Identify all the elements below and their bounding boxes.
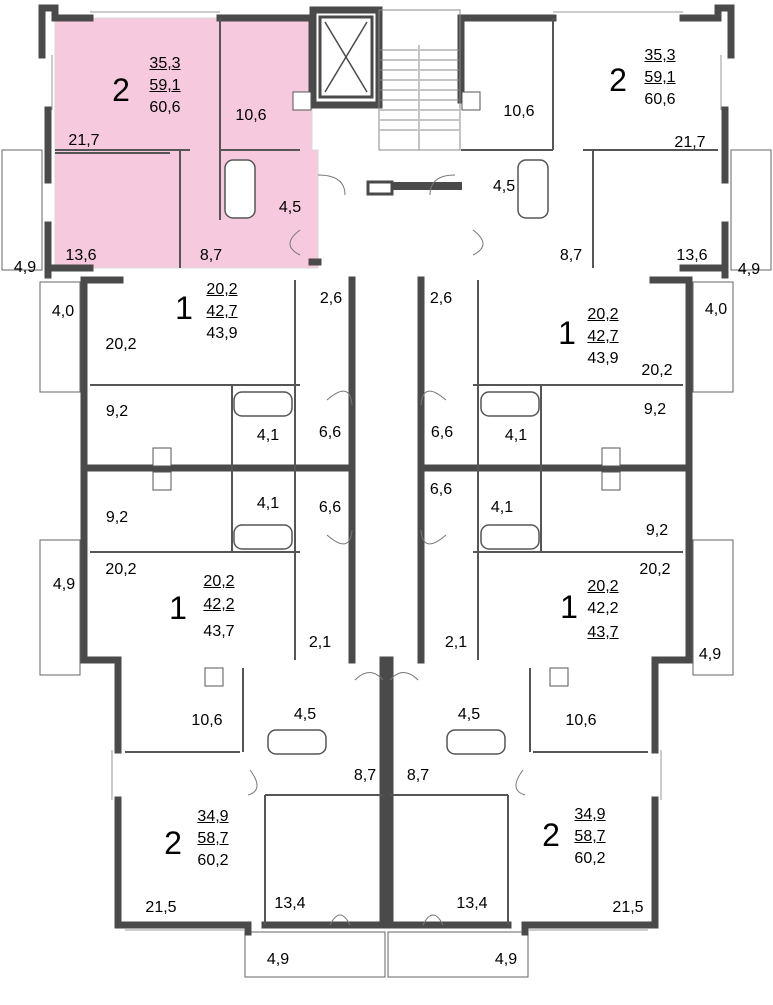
apt-top-right-total-area-no-balcony: 59,1 xyxy=(644,69,676,86)
apt-left-lower-1-balcony: 4,9 xyxy=(52,576,76,593)
apt-right-upper-1-balcony: 4,0 xyxy=(704,301,728,318)
apt-left-lower-1-room-label: 4,1 xyxy=(256,495,280,512)
balconies xyxy=(1,149,772,978)
apt-bottom-right-room-label: 8,7 xyxy=(406,767,430,784)
apt-bottom-right-room-label: 10,6 xyxy=(565,712,597,729)
apt-bottom-left-total-area: 60,2 xyxy=(197,852,229,869)
apt-left-upper-1-rooms: 1 xyxy=(175,290,193,326)
apt-bottom-right-balcony: 4,9 xyxy=(494,951,518,968)
apt-bottom-right-living-area: 34,9 xyxy=(574,806,606,823)
apt-bottom-right-room-label: 21,5 xyxy=(612,899,644,916)
bathtubs xyxy=(224,159,549,755)
apt-right-upper-1-total-area-no-balcony: 42,7 xyxy=(587,328,619,345)
apt-right-lower-1-room-label: 20,2 xyxy=(639,561,671,578)
service-shaft xyxy=(366,180,394,196)
apt-top-left-total-area: 60,6 xyxy=(149,99,181,116)
apt-right-lower-1-living-area: 20,2 xyxy=(587,578,619,595)
apt-bottom-left-room-label: 8,7 xyxy=(353,767,377,784)
apt-right-lower-1-total-area: 43,7 xyxy=(587,624,619,641)
apt-left-lower-1-room-label: 6,6 xyxy=(318,499,342,516)
apt-top-left-room-label: 8,7 xyxy=(199,247,223,264)
apt-right-upper-1-room-label: 9,2 xyxy=(643,401,667,418)
apt-left-lower-1-room-label: 9,2 xyxy=(105,509,129,526)
apt-left-upper-1-living-area: 20,2 xyxy=(206,281,238,298)
apt-bottom-left-room-label: 10,6 xyxy=(191,712,223,729)
apt-top-right-room-label: 21,7 xyxy=(674,134,706,151)
apt-right-upper-1-living-area: 20,2 xyxy=(587,306,619,323)
doors xyxy=(247,174,526,926)
apt-right-upper-1-room-label: 4,1 xyxy=(504,427,528,444)
apt-bottom-right-room-label: 4,5 xyxy=(457,706,481,723)
apt-left-upper-1-room-label: 4,1 xyxy=(256,427,280,444)
apt-right-lower-1-room-label: 6,6 xyxy=(429,481,453,498)
apt-right-upper-1-room-label: 2,6 xyxy=(429,290,453,307)
apt-top-left-balcony: 4,9 xyxy=(13,259,37,276)
apt-left-lower-1-rooms: 1 xyxy=(169,590,187,626)
apt-top-right-balcony: 4,9 xyxy=(737,261,761,278)
apt-bottom-left-room-label: 4,5 xyxy=(293,706,317,723)
apt-bottom-left-living-area: 34,9 xyxy=(197,808,229,825)
apt-top-right-room-label: 10,6 xyxy=(503,103,535,120)
apt-top-right-rooms: 2 xyxy=(609,62,627,98)
apt-top-right-room-label: 4,5 xyxy=(492,178,516,195)
windows xyxy=(51,11,722,931)
apt-right-lower-1-total-area-no-balcony: 42,2 xyxy=(587,600,619,617)
staircase xyxy=(378,9,461,151)
apt-left-upper-1-room-label: 20,2 xyxy=(105,336,137,353)
apt-bottom-left-total-area-no-balcony: 58,7 xyxy=(197,830,229,847)
stoves xyxy=(152,91,621,687)
apt-left-lower-1-room-label: 2,1 xyxy=(308,634,332,651)
apt-top-left-total-area-no-balcony: 59,1 xyxy=(149,77,181,94)
apt-top-left-room-label: 10,6 xyxy=(235,107,267,124)
apt-right-lower-1-rooms: 1 xyxy=(560,589,578,625)
apt-left-upper-1-balcony: 4,0 xyxy=(51,303,75,320)
apt-right-upper-1-room-label: 6,6 xyxy=(430,424,454,441)
apt-left-upper-1-room-label: 2,6 xyxy=(319,290,343,307)
apt-top-right-living-area: 35,3 xyxy=(644,47,676,64)
apt-left-upper-1-total-area-no-balcony: 42,7 xyxy=(206,303,238,320)
apt-right-lower-1-room-label: 9,2 xyxy=(645,522,669,539)
apt-top-left-rooms: 2 xyxy=(112,72,130,108)
apt-bottom-right-total-area: 60,2 xyxy=(574,850,606,867)
apt-bottom-right-rooms: 2 xyxy=(542,817,560,853)
elevator-shaft xyxy=(318,15,374,99)
apt-top-left-room-label: 21,7 xyxy=(68,132,100,149)
apt-left-lower-1-room-label: 20,2 xyxy=(105,561,137,578)
corridor-wall xyxy=(392,182,462,190)
apt-right-lower-1-room-label: 4,1 xyxy=(490,499,514,516)
apt-right-lower-1-room-label: 2,1 xyxy=(444,634,468,651)
apt-right-lower-1-balcony: 4,9 xyxy=(698,646,722,663)
partitions xyxy=(55,18,718,925)
apt-bottom-left-room-label: 21,5 xyxy=(145,899,177,916)
apt-top-right-total-area: 60,6 xyxy=(644,91,676,108)
apt-right-upper-1-total-area: 43,9 xyxy=(587,350,619,367)
apt-top-left-living-area: 35,3 xyxy=(149,55,181,72)
main-walls xyxy=(38,4,735,936)
apt-left-upper-1-room-label: 6,6 xyxy=(318,424,342,441)
apt-bottom-left-room-label: 13,4 xyxy=(274,895,306,912)
apt-left-lower-1-total-area: 43,7 xyxy=(203,623,235,640)
apt-left-lower-1-living-area: 20,2 xyxy=(203,573,235,590)
apt-top-left-room-label: 4,5 xyxy=(278,199,302,216)
apt-right-upper-1-rooms: 1 xyxy=(558,315,576,351)
apt-top-right-room-label: 8,7 xyxy=(559,247,583,264)
apt-left-lower-1-total-area-no-balcony: 42,2 xyxy=(203,596,235,613)
apt-top-left-room-label: 13,6 xyxy=(65,247,97,264)
apt-bottom-left-balcony: 4,9 xyxy=(266,951,290,968)
apt-bottom-right-total-area-no-balcony: 58,7 xyxy=(574,828,606,845)
apt-right-upper-1-room-label: 20,2 xyxy=(641,362,673,379)
apt-bottom-right-room-label: 13,4 xyxy=(456,895,488,912)
apt-top-right-room-label: 13,6 xyxy=(676,247,708,264)
apt-left-upper-1-room-label: 9,2 xyxy=(105,403,129,420)
apt-bottom-left-rooms: 2 xyxy=(164,825,182,861)
apt-left-upper-1-total-area: 43,9 xyxy=(206,325,238,342)
